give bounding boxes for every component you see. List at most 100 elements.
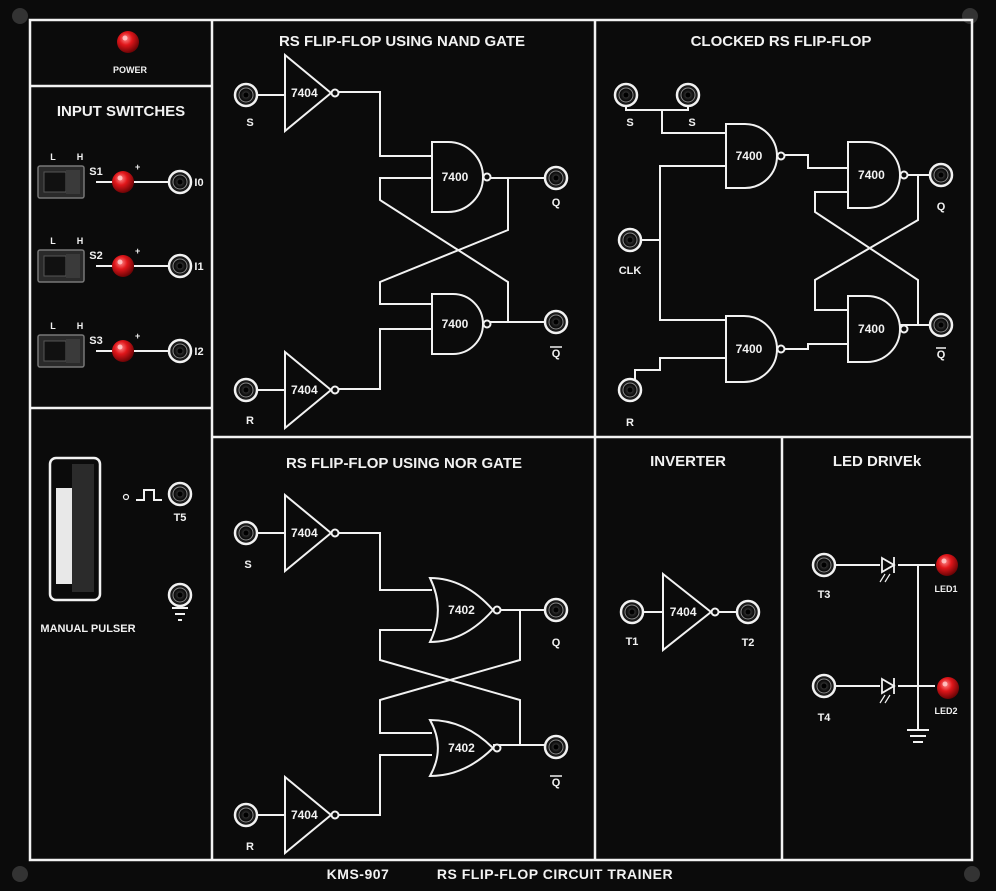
gate-label: 7400 bbox=[858, 168, 885, 182]
gate-label: 7404 bbox=[291, 808, 318, 822]
gate-label: 7404 bbox=[291, 526, 318, 540]
led2-label: LED2 bbox=[934, 706, 957, 716]
manual-pulser-button[interactable] bbox=[48, 456, 102, 602]
t1-label: T1 bbox=[626, 636, 639, 648]
screw bbox=[964, 866, 980, 882]
clocked-nand-2: 7400 bbox=[725, 315, 786, 383]
qbar-label: Q bbox=[552, 348, 561, 360]
output-socket-i0[interactable] bbox=[167, 169, 193, 195]
output-label: I1 bbox=[194, 261, 203, 273]
power-label: POWER bbox=[113, 65, 148, 75]
s-label: S bbox=[244, 559, 251, 571]
toggle-switch-1[interactable] bbox=[37, 165, 85, 199]
inverter-panel-title: INVERTER bbox=[650, 453, 726, 470]
power-led bbox=[117, 31, 139, 53]
clocked-s-socket-1[interactable] bbox=[613, 82, 639, 108]
nor-panel-title: RS FLIP-FLOP USING NOR GATE bbox=[286, 455, 522, 472]
clk-socket[interactable] bbox=[617, 227, 643, 253]
output-label: I2 bbox=[194, 346, 203, 358]
gate-label: 7404 bbox=[670, 605, 697, 619]
screw bbox=[12, 866, 28, 882]
q-label: Q bbox=[937, 201, 946, 213]
s-label: S bbox=[688, 117, 695, 129]
nand-gate-bottom: 7400 bbox=[431, 293, 492, 355]
t5-label: T5 bbox=[174, 512, 187, 524]
nor-gate-top: 7402 bbox=[428, 576, 502, 644]
gate-label: 7400 bbox=[858, 322, 885, 336]
switch-high-label: H bbox=[77, 152, 84, 162]
t4-label: T4 bbox=[818, 712, 832, 724]
switch-low-label: L bbox=[50, 321, 56, 331]
nor-inverter-s: 7404 bbox=[284, 492, 340, 574]
clocked-qbar-socket[interactable] bbox=[928, 312, 954, 338]
footer-title: RS FLIP-FLOP CIRCUIT TRAINER bbox=[437, 866, 673, 882]
switch-name-label: S1 bbox=[89, 166, 102, 178]
nand-s-socket[interactable] bbox=[233, 82, 259, 108]
s-label: S bbox=[626, 117, 633, 129]
r-label: R bbox=[246, 415, 254, 427]
pulser-socket-t5[interactable] bbox=[167, 481, 193, 507]
nand-r-socket[interactable] bbox=[233, 377, 259, 403]
circuit-wiring bbox=[96, 91, 938, 816]
switch-led-1 bbox=[112, 171, 134, 193]
q-label: Q bbox=[552, 637, 561, 649]
t3-label: T3 bbox=[818, 589, 831, 601]
switch-high-label: H bbox=[77, 321, 84, 331]
gate-label: 7400 bbox=[736, 149, 763, 163]
clocked-q-socket[interactable] bbox=[928, 162, 954, 188]
clocked-s-socket-2[interactable] bbox=[675, 82, 701, 108]
nor-gate-bottom: 7402 bbox=[428, 718, 502, 778]
plus-mark: + bbox=[135, 331, 140, 341]
pulse-dot bbox=[122, 493, 130, 501]
qbar-label: Q bbox=[937, 349, 946, 361]
output-label: I0 bbox=[194, 177, 203, 189]
panel-frame bbox=[28, 18, 974, 862]
inverter-t1-socket[interactable] bbox=[619, 599, 645, 625]
led-2 bbox=[937, 677, 959, 699]
output-socket-i1[interactable] bbox=[167, 253, 193, 279]
gate-label: 7404 bbox=[291, 383, 318, 397]
screw bbox=[12, 8, 28, 24]
screw bbox=[962, 8, 978, 24]
switch-name-label: S3 bbox=[89, 335, 102, 347]
led-driver-t4-socket[interactable] bbox=[811, 673, 837, 699]
gate-label: 7402 bbox=[448, 603, 475, 617]
nor-r-socket[interactable] bbox=[233, 802, 259, 828]
gate-label: 7400 bbox=[736, 342, 763, 356]
s-label: S bbox=[246, 117, 253, 129]
switch-led-3 bbox=[112, 340, 134, 362]
nand-inverter-r: 7404 bbox=[284, 349, 340, 431]
led-driver-panel-title: LED DRIVEk bbox=[833, 453, 922, 470]
t2-label: T2 bbox=[742, 637, 755, 649]
gate-label: 7402 bbox=[448, 741, 475, 755]
ground-socket[interactable] bbox=[167, 582, 193, 608]
led-driver-t3-socket[interactable] bbox=[811, 552, 837, 578]
diode-symbol bbox=[879, 556, 896, 583]
nand-inverter-s: 7404 bbox=[284, 52, 340, 134]
toggle-switch-3[interactable] bbox=[37, 334, 85, 368]
switch-name-label: S2 bbox=[89, 250, 102, 262]
plus-mark: + bbox=[135, 246, 140, 256]
output-socket-i2[interactable] bbox=[167, 338, 193, 364]
nand-q-socket[interactable] bbox=[543, 165, 569, 191]
nand-qbar-socket[interactable] bbox=[543, 309, 569, 335]
q-label: Q bbox=[552, 197, 561, 209]
inverter-t2-socket[interactable] bbox=[735, 599, 761, 625]
led1-label: LED1 bbox=[934, 584, 957, 594]
nor-s-socket[interactable] bbox=[233, 520, 259, 546]
clocked-r-socket[interactable] bbox=[617, 377, 643, 403]
clocked-nand-4: 7400 bbox=[847, 295, 909, 363]
nor-q-socket[interactable] bbox=[543, 597, 569, 623]
nor-inverter-r: 7404 bbox=[284, 774, 340, 856]
manual-pulser-label: MANUAL PULSER bbox=[40, 623, 135, 635]
switch-led-2 bbox=[112, 255, 134, 277]
nor-qbar-socket[interactable] bbox=[543, 734, 569, 760]
gate-label: 7400 bbox=[442, 317, 469, 331]
nand-gate-top: 7400 bbox=[431, 141, 492, 213]
toggle-switch-2[interactable] bbox=[37, 249, 85, 283]
footer-model: KMS-907 bbox=[327, 866, 390, 882]
input-switches-title: INPUT SWITCHES bbox=[57, 103, 185, 120]
clocked-nand-3: 7400 bbox=[847, 141, 909, 209]
r-label: R bbox=[626, 417, 634, 429]
